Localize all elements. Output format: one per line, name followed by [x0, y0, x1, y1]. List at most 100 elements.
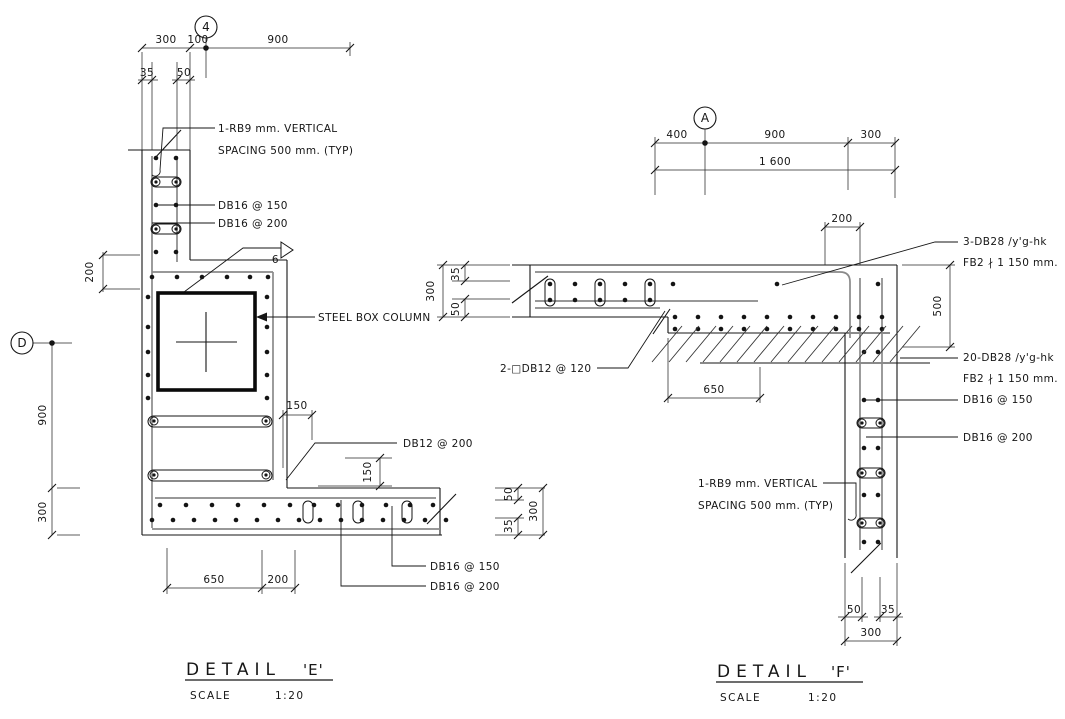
- callout-f-db16-200: DB16 @ 200: [963, 432, 1033, 444]
- rebar-hook-ring: [151, 224, 161, 234]
- callout-f-rb9-line2: SPACING 500 mm. (TYP): [698, 500, 833, 512]
- detail-f-mark: 'F': [831, 663, 851, 681]
- dim-tick: [438, 260, 448, 270]
- callout-20db28-line1: 20-DB28 /y'g-hk: [963, 352, 1054, 364]
- dim-tick: [137, 75, 147, 85]
- rebar-dot: [622, 297, 628, 303]
- dim-left-300: 300: [37, 501, 49, 522]
- dim-tick: [460, 276, 470, 286]
- dim-bottom-650: 650: [203, 574, 224, 586]
- detail-f-scale-value: 1:20: [808, 692, 838, 704]
- rebar-dot: [191, 517, 197, 523]
- dim-tick: [257, 583, 267, 593]
- dim-tick: [185, 75, 195, 85]
- callout-db16-150-bottom: DB16 @ 150: [430, 561, 500, 573]
- callout-f-rb9-line1: 1-RB9 mm. VERTICAL: [698, 478, 818, 490]
- rebar-dot: [173, 202, 179, 208]
- callout-db16-150: DB16 @ 150: [218, 200, 288, 212]
- rebar-dot: [422, 517, 428, 523]
- hatch-line: [770, 325, 802, 363]
- dim-f-slab-35: 35: [450, 267, 462, 281]
- rebar-hook-dot: [264, 473, 268, 477]
- f-dimension-lines: [437, 129, 955, 646]
- hatch-line: [668, 325, 700, 363]
- dim-tick: [840, 612, 850, 622]
- stirrup-link: [302, 500, 314, 524]
- dim-f-wall-300: 300: [860, 627, 881, 639]
- rebar-hook-dot: [264, 419, 268, 423]
- dim-slab-35: 35: [503, 519, 515, 533]
- rebar-dot: [672, 314, 678, 320]
- rebar-hook-ring: [857, 468, 867, 478]
- dim-f-right-500: 500: [932, 295, 944, 316]
- rebar-dot: [383, 502, 389, 508]
- stirrup-link: [544, 278, 556, 307]
- rebar-dot: [875, 281, 881, 287]
- rebar-dot: [265, 274, 271, 280]
- rebar-dot: [875, 349, 881, 355]
- rebar-dot: [810, 314, 816, 320]
- callout-steel-box-column: STEEL BOX COLUMN: [318, 312, 431, 324]
- rebar-dot: [875, 397, 881, 403]
- dim-tick: [513, 483, 523, 493]
- dim-tick: [892, 636, 902, 646]
- dim-f-top-900: 900: [764, 129, 785, 141]
- dim-f-slab-300: 300: [425, 280, 437, 301]
- dim-top-35: 35: [140, 67, 154, 79]
- rebar-hook-dot: [860, 521, 864, 525]
- stirrup-link: [150, 223, 182, 235]
- rebar-dot: [173, 249, 179, 255]
- rebar-dot: [224, 274, 230, 280]
- dim-tick: [438, 312, 448, 322]
- rebar-dot: [145, 349, 151, 355]
- rebar-dot: [856, 314, 862, 320]
- rebar-dot: [741, 314, 747, 320]
- rebar-dot: [247, 274, 253, 280]
- grid-bubble-a: [693, 106, 717, 130]
- rebar-dot: [275, 517, 281, 523]
- dim-tick: [755, 393, 765, 403]
- rebar-hook-dot: [860, 421, 864, 425]
- dim-slab-300: 300: [528, 500, 540, 521]
- hatch-line: [753, 325, 785, 363]
- grid-bubble-d: [10, 331, 34, 355]
- dim-left-900: 900: [37, 404, 49, 425]
- hatch-line: [838, 325, 870, 363]
- rebar-hook-dot: [174, 180, 178, 184]
- dim-tick: [345, 43, 355, 53]
- dim-tick: [892, 612, 902, 622]
- rebar-dot: [264, 395, 270, 401]
- hatch-line: [804, 325, 836, 363]
- hatch-line: [719, 325, 751, 363]
- e-leader-lines: [151, 127, 426, 587]
- dim-tick: [513, 495, 523, 505]
- rebar-hook-ring: [875, 418, 885, 428]
- rebar-dot: [875, 539, 881, 545]
- callout-rb9-line1: 1-RB9 mm. VERTICAL: [218, 123, 338, 135]
- dim-tick: [307, 410, 317, 420]
- detail-e-scale-label: SCALE: [190, 690, 231, 702]
- rebar-dot: [547, 297, 553, 303]
- stirrup-link: [147, 415, 273, 428]
- rebar-dot: [233, 517, 239, 523]
- dim-tick: [875, 612, 885, 622]
- rebar-dot: [670, 281, 676, 287]
- e-dimension-lines: [33, 37, 545, 594]
- rebar-dot: [875, 492, 881, 498]
- dim-tick: [460, 260, 470, 270]
- rebar-dot: [338, 517, 344, 523]
- detail-f-title: DETAIL: [717, 662, 812, 682]
- rebar-dot: [597, 281, 603, 287]
- hatch-line: [821, 325, 853, 363]
- rebar-hook-ring: [171, 224, 181, 234]
- stirrup-link: [352, 500, 364, 524]
- rebar-dot: [764, 314, 770, 320]
- rebar-hook-dot: [152, 419, 156, 423]
- hatch-line: [889, 325, 921, 363]
- rebar-dot: [264, 349, 270, 355]
- grid-bubble-4-label: 4: [202, 20, 210, 34]
- rebar-dot: [335, 502, 341, 508]
- rebar-dot: [153, 155, 159, 161]
- dim-tick: [890, 165, 900, 175]
